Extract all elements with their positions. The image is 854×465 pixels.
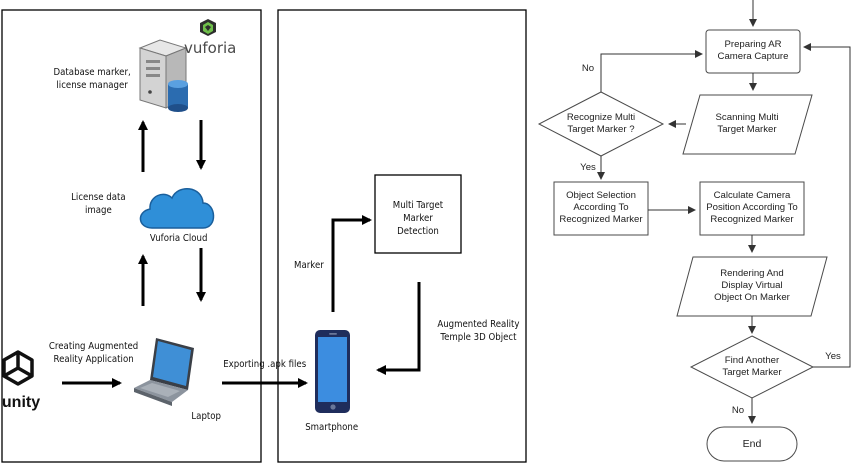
flow-yes-left-label: Yes bbox=[580, 162, 596, 173]
database-label: Database marker, license manager bbox=[53, 67, 131, 91]
flow-yes-right-label: Yes bbox=[825, 351, 841, 362]
smartphone-icon bbox=[315, 330, 350, 413]
arrow-temple-object bbox=[376, 282, 421, 375]
flow-rendering-label: Rendering And Display Virtual Object On … bbox=[714, 268, 790, 303]
arrow-marker bbox=[331, 215, 372, 312]
flow-arrow-no-loop bbox=[600, 50, 703, 92]
flow-scanning-label: Scanning Multi Target Marker bbox=[715, 112, 779, 135]
detection-box-label: Multi Target Marker Detection bbox=[392, 200, 444, 237]
flow-find-another-label: Find Another Target Marker bbox=[722, 355, 782, 378]
temple-object-label: Augmented Reality Temple 3D Object bbox=[437, 319, 520, 343]
smartphone-label: Smartphone bbox=[305, 422, 359, 433]
unity-logo-icon bbox=[2, 350, 34, 386]
vuforia-cloud-label: Vuforia Cloud bbox=[149, 233, 208, 244]
flow-end-terminal bbox=[706, 426, 798, 462]
creating-app-label: Creating Augmented Reality Application bbox=[48, 341, 139, 365]
left-panel-frame bbox=[1, 9, 262, 463]
flow-no-top-label: No bbox=[581, 63, 595, 74]
license-data-label: License data image bbox=[71, 192, 126, 216]
exporting-apk-label: Exporting .apk files bbox=[223, 359, 307, 370]
flow-arrow-yes-loop bbox=[803, 43, 851, 368]
unity-logo-text: unity bbox=[1, 394, 41, 411]
flow-preparing-label: Preparing AR Camera Capture bbox=[717, 39, 789, 62]
flow-recognize-label: Recognize Multi Target Marker ? bbox=[566, 112, 636, 135]
database-server-icon bbox=[138, 39, 188, 112]
vuforia-logo-icon bbox=[200, 19, 216, 36]
flow-no-bottom-label: No bbox=[731, 405, 745, 416]
detection-box bbox=[374, 174, 462, 254]
laptop-icon bbox=[134, 338, 194, 406]
vuforia-cloud-icon bbox=[139, 188, 215, 229]
marker-label: Marker bbox=[294, 260, 324, 271]
flow-object-selection-box bbox=[553, 181, 649, 236]
flow-end-label: End bbox=[742, 438, 762, 450]
flow-scanning-io bbox=[682, 94, 813, 155]
vuforia-logo-text: vuforia bbox=[184, 39, 237, 57]
flow-rendering-io bbox=[676, 256, 828, 317]
flow-object-selection-label: Object Selection According To Recognized… bbox=[559, 190, 643, 225]
laptop-label: Laptop bbox=[191, 411, 222, 422]
flow-calculate-label: Calculate Camera Position According To R… bbox=[706, 190, 798, 225]
flow-calculate-box bbox=[699, 181, 805, 236]
right-panel-frame bbox=[277, 9, 527, 463]
